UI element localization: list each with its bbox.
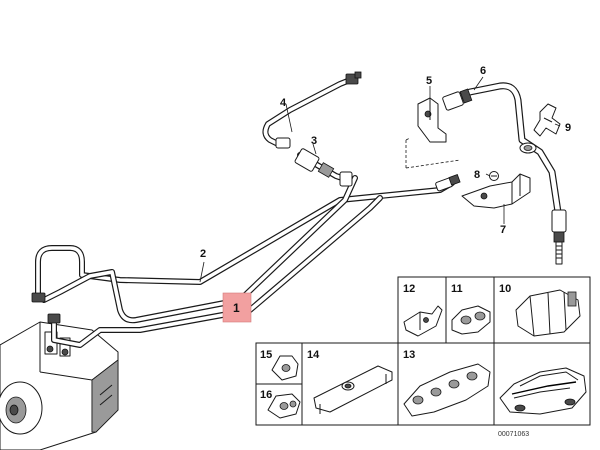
- callouts-inset: 12 11 10 15 14 13 16: [260, 283, 511, 401]
- callouts-main: 1 2 3 4 5 6 7 8 9: [200, 65, 571, 315]
- callout-12: 12: [403, 283, 415, 295]
- callout-15: 15: [260, 349, 272, 361]
- abs-hydraulic-unit: [0, 321, 119, 450]
- part-4-short-pipe: [262, 71, 362, 149]
- part-9-clip: [533, 103, 561, 137]
- pump-motor: [0, 381, 43, 435]
- callout-5: 5: [426, 75, 432, 87]
- callout-2: 2: [200, 248, 206, 260]
- hose-end-fitting-bottom: [551, 209, 567, 265]
- part-10-triple-clip: [515, 289, 581, 337]
- hose-end-fitting-top: [442, 88, 473, 111]
- diagram-reference-code: 00071063: [498, 431, 529, 438]
- callout-6: 6: [480, 65, 486, 77]
- part-12-clip: [403, 305, 443, 337]
- inset-panel-grid: [255, 276, 591, 426]
- callout-11: 11: [451, 283, 463, 295]
- vehicle-location-icon: [499, 367, 587, 415]
- part-7-holder: [461, 173, 531, 209]
- part-13-multi-clip: [403, 363, 491, 417]
- callout-3: 3: [311, 135, 317, 147]
- callout-9: 9: [565, 122, 571, 134]
- part-15-clip: [271, 355, 299, 381]
- callout-16: 16: [260, 389, 272, 401]
- part-16-clip: [267, 393, 301, 419]
- brake-line-main-bundle: [31, 174, 461, 348]
- part-8-screw: [489, 171, 499, 181]
- callout-8: 8: [474, 169, 480, 181]
- callout-10: 10: [499, 283, 511, 295]
- part-3-connector: [294, 148, 353, 187]
- callout-13: 13: [403, 349, 415, 361]
- dashed-guide: [405, 137, 461, 169]
- callout-1-highlight: [222, 292, 252, 323]
- callout-4: 4: [280, 97, 287, 109]
- callout-1: 1: [233, 301, 240, 315]
- part-14-rail: [313, 365, 393, 414]
- callout-14: 14: [307, 349, 320, 361]
- part-5-bracket: [417, 97, 447, 143]
- part-6-flexible-hose: [442, 82, 567, 265]
- part-11-double-clip: [451, 305, 491, 335]
- callout-7: 7: [500, 224, 506, 236]
- hose-grommet: [519, 142, 537, 154]
